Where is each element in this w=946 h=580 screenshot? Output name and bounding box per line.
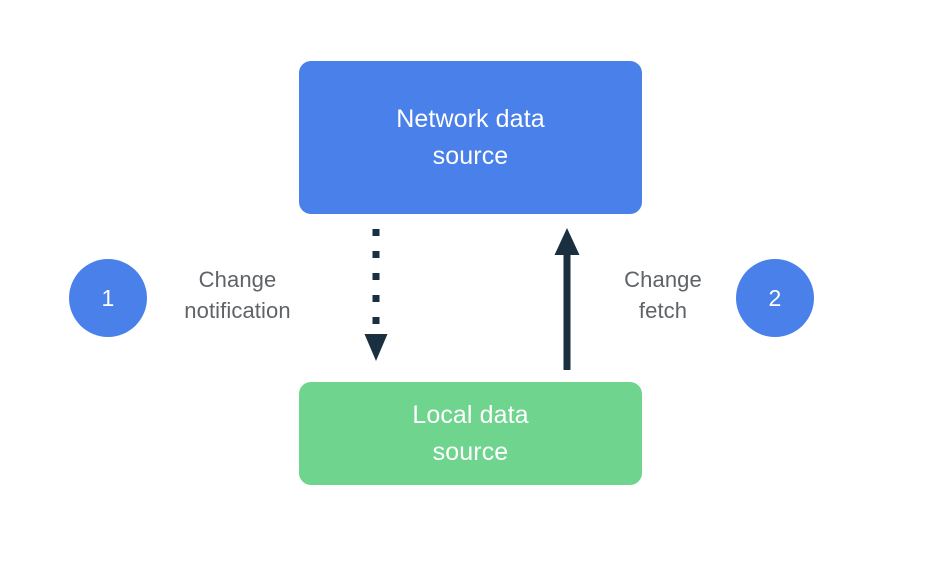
arrow-up-solid-icon (554, 228, 580, 370)
step-badge-1[interactable]: 1 (69, 259, 147, 337)
node-network-data-source[interactable]: Network data source (299, 61, 642, 214)
arrow-down-dotted-icon (364, 229, 388, 361)
edge-label-change-fetch: Change fetch (624, 267, 702, 324)
node-local-data-source[interactable]: Local data source (299, 382, 642, 485)
step-badge-2[interactable]: 2 (736, 259, 814, 337)
edge-label-change-notification: Change notification (184, 267, 291, 324)
